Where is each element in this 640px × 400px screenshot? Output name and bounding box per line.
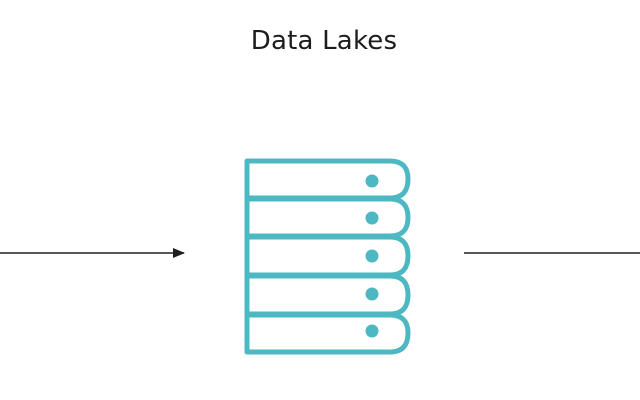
server-unit [244,196,411,239]
server-unit [244,158,411,201]
server-light [365,211,379,225]
server-rack-icon [244,158,411,355]
server-light [365,287,379,301]
server-light [365,249,379,263]
server-light [365,324,379,338]
diagram-title: Data Lakes [250,26,398,56]
server-indicator-lights [365,174,379,338]
server-unit [244,234,411,278]
server-unit [244,273,411,317]
server-light [365,174,379,188]
server-unit [244,312,411,355]
